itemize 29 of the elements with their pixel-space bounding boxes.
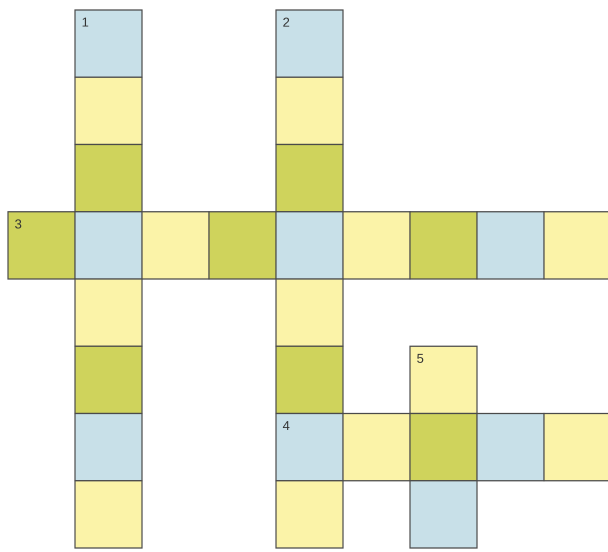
crossword-cell: 1 [74,9,143,78]
crossword-cell [74,144,143,212]
crossword-cell [275,480,344,549]
crossword-cell [409,412,478,482]
crossword-cell [74,480,143,549]
crossword-cell [275,211,344,280]
crossword-cell [275,346,344,414]
crossword-cell [275,144,344,212]
crossword-cell [409,211,478,280]
crossword-cell [275,76,344,146]
crossword-cell: 4 [275,412,344,482]
crossword-cell [275,278,344,347]
crossword-cell [476,412,545,482]
crossword-cell [342,412,411,482]
crossword-cell [74,76,143,146]
crossword-cell [342,211,411,280]
crossword-cell [543,211,608,280]
crossword-cell [74,278,143,347]
crossword-cell: 5 [409,346,478,414]
crossword-cell [141,211,210,280]
crossword-cell [74,412,143,482]
crossword-cell [74,211,143,280]
crossword-cell [208,211,277,280]
crossword-cell [476,211,545,280]
crossword-cell [409,480,478,549]
crossword-cell [543,412,608,482]
crossword-cell: 3 [7,211,76,280]
crossword-cell: 2 [275,9,344,78]
crossword-cell [74,346,143,414]
